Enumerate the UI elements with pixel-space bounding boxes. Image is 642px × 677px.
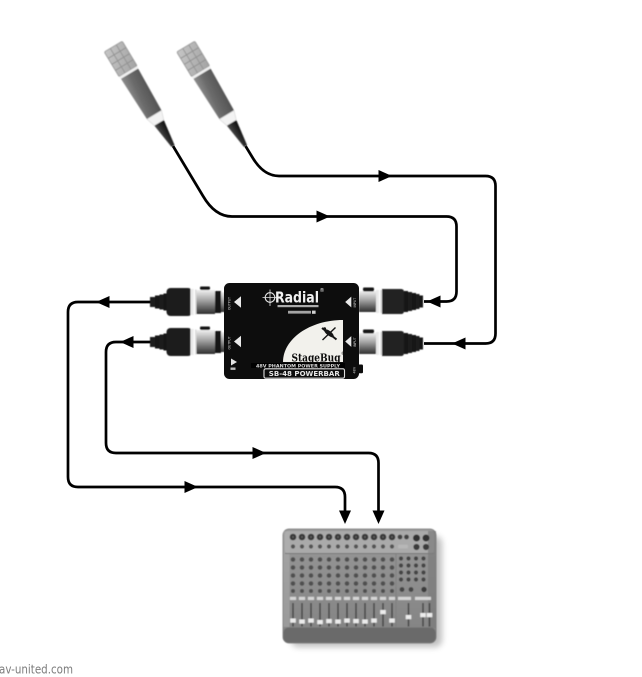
- product-registered-mark: ®: [341, 351, 345, 356]
- microphone-1: [104, 41, 175, 147]
- mic-ring: [218, 109, 237, 126]
- watermark: av-united.com: [0, 662, 73, 677]
- mic-ring: [146, 109, 165, 126]
- arrow-left-icon: [120, 336, 134, 348]
- arrow-down-icon: [372, 510, 385, 524]
- xlr-input-connector-2: [359, 329, 423, 356]
- made-in-blur: [288, 310, 311, 314]
- microphone-2: [176, 41, 248, 147]
- brand-registered-mark: ®: [320, 287, 325, 294]
- input-port-2-marker: INPUT: [345, 336, 357, 347]
- arrow-right-icon: [252, 447, 266, 459]
- xlr-input-connector-1: [359, 287, 423, 314]
- arrow-left-icon: [96, 296, 110, 308]
- mic-connector-cone: [154, 120, 175, 147]
- device-subtitle: 48V PHANTOM POWER SUPPLY: [256, 363, 341, 368]
- mixer-right-cheek: [428, 531, 436, 628]
- arrow-left-icon: [452, 337, 466, 350]
- output-port-1-label: OUTPUT: [228, 297, 232, 310]
- arrow-right-icon: [184, 481, 198, 493]
- arrow-down-icon: [339, 510, 351, 524]
- mixer: [282, 528, 442, 647]
- mixer-master-section: [395, 554, 427, 627]
- output-port-2-marker: OUTPUT: [228, 335, 241, 350]
- bug-icon: [321, 326, 338, 341]
- input-port-1-marker: INPUT: [345, 296, 357, 308]
- logo-emblem-crosshair: [262, 289, 279, 306]
- arrow-right-icon: [316, 210, 330, 223]
- mic-body: [120, 68, 162, 120]
- mixer-faders: [290, 603, 433, 627]
- mic-neck-ring: [119, 66, 139, 80]
- device-model: SB-48 POWERBAR: [269, 370, 341, 378]
- output-port-2-label: OUTPUT: [228, 336, 232, 349]
- mixer-input-jacks: [289, 533, 430, 551]
- mic-connector-cone: [226, 120, 248, 147]
- mic-grille-grid: [180, 44, 206, 74]
- input-port-1-label: INPUT: [353, 298, 357, 308]
- input-port-2-label: INPUT: [353, 337, 357, 347]
- xlr-output-connector-2: [150, 326, 226, 356]
- mixer-channel-knobs: [290, 557, 395, 593]
- device-corner-mark: [230, 358, 237, 370]
- mic-neck-ring: [191, 66, 212, 80]
- device-side-label: 48V: [353, 366, 357, 373]
- stagebug-device: Radial ® StageBug ® 48V PHANTOM POWER SU…: [224, 283, 363, 379]
- mic-grille-grid: [108, 44, 134, 74]
- device-subtitle-strip: 48V PHANTOM POWER SUPPLY: [251, 363, 345, 369]
- mixer-bottom-rail: [283, 627, 436, 643]
- cable-mic1-to-input1: [171, 145, 458, 303]
- cable-mic2-to-input2: [244, 145, 497, 345]
- output-port-1-marker: OUTPUT: [228, 296, 241, 310]
- cable-output1-to-mixer: [66, 300, 347, 513]
- cable-arrows: [96, 170, 466, 524]
- mixer-scribble-strip: [289, 596, 431, 600]
- arrow-right-icon: [378, 170, 392, 182]
- device-model-label: SB-48 POWERBAR: [263, 368, 346, 379]
- logo-tagline-blur: [277, 305, 319, 308]
- mixer-left-cheek: [283, 531, 290, 627]
- cables: [66, 145, 497, 513]
- arrow-left-icon: [427, 295, 441, 308]
- device-wedge: StageBug ®: [283, 320, 345, 365]
- flag-icon: [312, 310, 316, 314]
- mic-body: [193, 68, 234, 120]
- mixer-top-strip: [285, 531, 434, 554]
- brand-name: Radial: [275, 289, 319, 307]
- radial-logo: Radial ®: [262, 287, 325, 314]
- product-name: StageBug: [292, 352, 341, 365]
- cable-output2-to-mixer: [104, 340, 380, 513]
- xlr-output-connector-1: [150, 286, 226, 316]
